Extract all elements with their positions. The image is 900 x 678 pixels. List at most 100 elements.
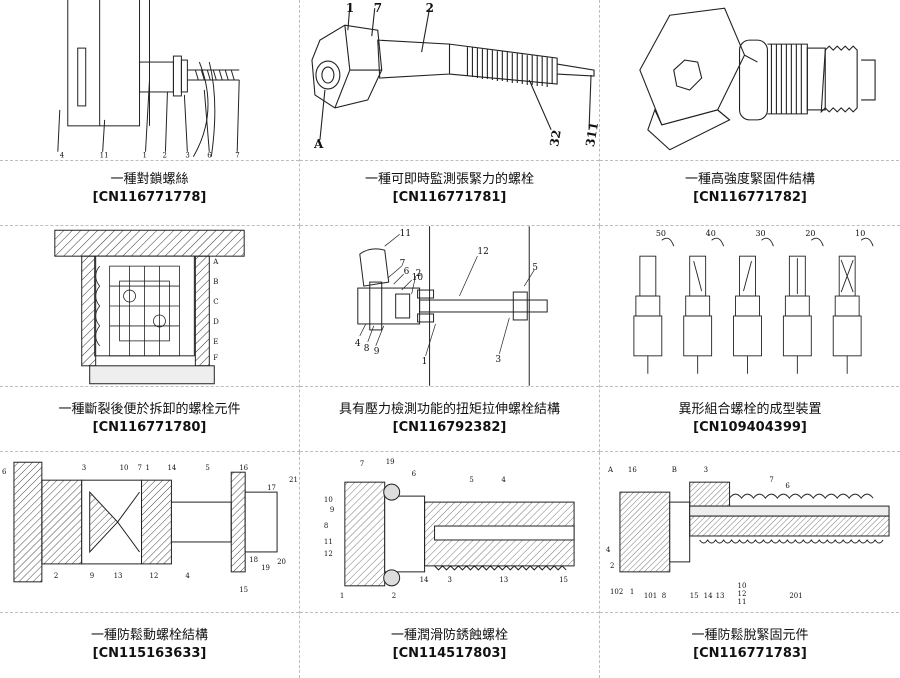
patent-number: [CN116771781] [393, 189, 507, 207]
patent-drawing: 50 40 30 20 10 [600, 226, 899, 387]
svg-text:40: 40 [706, 229, 716, 238]
svg-text:102: 102 [610, 588, 623, 596]
svg-text:12: 12 [477, 247, 488, 257]
screw-drawing: 4 11 1 2 3 6 7 [0, 0, 299, 160]
patent-title: 一種斷裂後便於拆卸的螺栓元件 [58, 401, 240, 419]
svg-text:8: 8 [364, 344, 370, 354]
svg-text:7: 7 [360, 460, 364, 468]
svg-text:9: 9 [90, 572, 94, 580]
svg-text:4: 4 [60, 152, 65, 160]
svg-text:19: 19 [386, 458, 395, 466]
patent-drawing [600, 0, 899, 161]
svg-text:11: 11 [324, 538, 333, 546]
svg-text:12: 12 [324, 550, 333, 558]
svg-text:16: 16 [239, 464, 248, 472]
svg-text:1: 1 [340, 592, 344, 600]
svg-text:E: E [213, 338, 218, 346]
svg-text:3: 3 [448, 576, 452, 584]
svg-text:6: 6 [785, 482, 789, 490]
svg-text:A: A [212, 258, 219, 266]
svg-text:2: 2 [54, 572, 58, 580]
fastener-drawing [600, 0, 899, 160]
svg-text:11: 11 [100, 152, 109, 160]
patent-drawing: 7 19 6 5 4 10 9 8 11 12 1 2 14 3 13 15 [300, 452, 599, 613]
svg-text:1: 1 [630, 588, 634, 596]
svg-text:101: 101 [644, 592, 657, 600]
svg-text:5: 5 [205, 464, 209, 472]
svg-text:3: 3 [82, 464, 86, 472]
patent-card[interactable]: A B C D E F 一種斷裂後便於拆卸的螺栓元件 [CN116771780] [0, 226, 300, 452]
svg-text:14: 14 [420, 576, 429, 584]
patent-number: [CN116792382] [393, 419, 507, 437]
svg-text:2: 2 [610, 562, 614, 570]
breakaway-bolt-drawing: A B C D E F [0, 226, 299, 386]
svg-text:13: 13 [499, 576, 508, 584]
svg-text:9: 9 [330, 506, 334, 514]
torque-bolt-drawing: 11 7 6 10 2 12 5 4 8 9 1 3 [300, 226, 599, 386]
svg-text:30: 30 [755, 229, 765, 238]
patent-card[interactable]: 6 3 10 7 1 14 5 16 17 21 2 9 13 12 4 18 [0, 452, 300, 678]
svg-text:4: 4 [185, 572, 190, 580]
patent-title: 一種對鎖螺絲 [110, 171, 188, 189]
svg-text:21: 21 [289, 476, 298, 484]
svg-text:13: 13 [114, 572, 123, 580]
svg-text:311: 311 [583, 121, 599, 148]
svg-text:C: C [213, 298, 218, 306]
tension-bolt-drawing: 1 7 2 A 32 311 [300, 0, 599, 160]
svg-text:11: 11 [400, 229, 411, 239]
patent-drawing: 4 11 1 2 3 6 7 [0, 0, 299, 161]
svg-text:14: 14 [704, 592, 713, 600]
patent-card[interactable]: 50 40 30 20 10 異形組合螺栓的成型裝置 [CN109404399] [600, 226, 900, 452]
svg-text:50: 50 [656, 229, 666, 238]
svg-text:3: 3 [495, 355, 501, 365]
patent-card[interactable]: 7 19 6 5 4 10 9 8 11 12 1 2 14 3 13 15 [300, 452, 600, 678]
svg-text:A: A [313, 137, 324, 151]
svg-text:2: 2 [392, 592, 396, 600]
svg-text:32: 32 [547, 129, 564, 148]
svg-text:201: 201 [789, 592, 802, 600]
svg-text:5: 5 [469, 476, 473, 484]
patent-number: [CN116771778] [93, 189, 207, 207]
patent-number: [CN116771783] [693, 645, 807, 663]
patent-card[interactable]: 一種高強度緊固件結構 [CN116771782] [600, 0, 900, 226]
patent-title: 異形組合螺栓的成型裝置 [678, 401, 821, 419]
patent-card[interactable]: 4 11 1 2 3 6 7 一種對鎖螺絲 [CN116771778] [0, 0, 300, 226]
svg-text:17: 17 [267, 484, 276, 492]
svg-text:10: 10 [324, 496, 333, 504]
svg-text:2: 2 [426, 1, 434, 15]
svg-text:D: D [213, 318, 219, 326]
svg-text:1: 1 [143, 152, 147, 160]
patent-card[interactable]: A 16 B 3 7 6 4 2 102 1 101 8 15 14 13 10 [600, 452, 900, 678]
svg-text:7: 7 [138, 464, 142, 472]
svg-text:15: 15 [239, 586, 248, 594]
svg-text:4: 4 [606, 546, 611, 554]
patent-number: [CN116771780] [93, 419, 207, 437]
svg-text:4: 4 [355, 339, 361, 349]
patent-number: [CN116771782] [693, 189, 807, 207]
svg-text:7: 7 [235, 152, 239, 160]
patent-number: [CN115163633] [93, 645, 207, 663]
svg-text:7: 7 [769, 476, 773, 484]
svg-text:3: 3 [185, 152, 189, 160]
patent-card[interactable]: 1 7 2 A 32 311 一種可即時監測張緊力的螺栓 [CN11677178… [300, 0, 600, 226]
svg-text:B: B [213, 278, 218, 286]
svg-text:2: 2 [162, 152, 166, 160]
patent-title: 一種高強度緊固件結構 [685, 171, 815, 189]
svg-text:10: 10 [120, 464, 129, 472]
svg-text:12: 12 [150, 572, 159, 580]
svg-text:5: 5 [532, 263, 538, 273]
svg-text:6: 6 [2, 468, 6, 476]
svg-text:1: 1 [146, 464, 150, 472]
svg-text:7: 7 [374, 1, 382, 15]
svg-text:15: 15 [559, 576, 568, 584]
patent-title: 一種潤滑防銹蝕螺栓 [391, 627, 508, 645]
patent-title: 具有壓力檢測功能的扭矩拉伸螺栓結構 [339, 401, 560, 419]
svg-text:13: 13 [716, 592, 725, 600]
svg-text:10: 10 [855, 229, 865, 238]
patent-card[interactable]: 11 7 6 10 2 12 5 4 8 9 1 3 具有壓力檢測功能的扭矩拉伸… [300, 226, 600, 452]
patent-title: 一種可即時監測張緊力的螺栓 [365, 171, 534, 189]
svg-text:19: 19 [261, 564, 270, 572]
svg-text:9: 9 [374, 347, 380, 357]
patent-drawing: A B C D E F [0, 226, 299, 387]
